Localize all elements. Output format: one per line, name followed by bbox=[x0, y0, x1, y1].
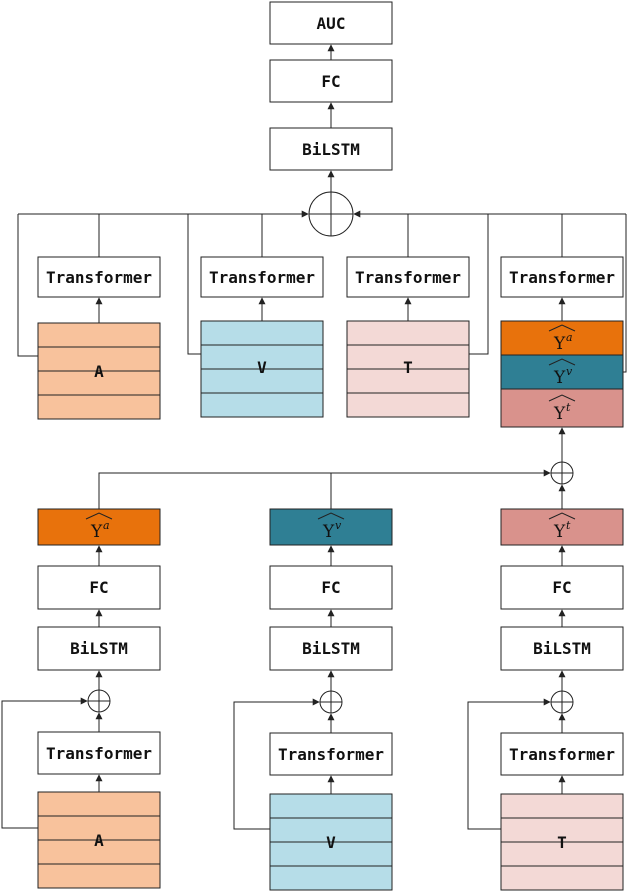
bottom-fc-v-box bbox=[269, 565, 393, 610]
top-transformer-t-box bbox=[346, 256, 470, 298]
bottom-fc-t-label: FC bbox=[552, 578, 571, 597]
auc-box bbox=[269, 1, 393, 45]
bottom-bilstm-t-label: BiLSTM bbox=[533, 639, 591, 658]
top-modality-t-block bbox=[346, 320, 470, 418]
bottom-fusion-v-circle bbox=[319, 690, 343, 714]
bottom-fc-a-label: FC bbox=[89, 578, 108, 597]
bottom-transformer-a-label: Transformer bbox=[46, 744, 152, 763]
bottom-y-text-label: Y t bbox=[548, 512, 576, 542]
top-transformer-a-box bbox=[37, 256, 161, 298]
skip-y-to-fusion bbox=[623, 214, 627, 373]
top-transformer-a-label: Transformer bbox=[46, 268, 152, 287]
top-bilstm-label: BiLSTM bbox=[302, 140, 360, 159]
top-fusion-circle bbox=[308, 191, 354, 237]
middle-fusion-circle bbox=[550, 461, 574, 485]
svg-text:Y: Y bbox=[553, 368, 566, 388]
bottom-bilstm-a-box bbox=[37, 626, 161, 671]
svg-text:Y: Y bbox=[553, 404, 566, 424]
top-fc-box bbox=[269, 59, 393, 103]
skip-bottom-a-to-fusion bbox=[1, 697, 88, 829]
svg-text:Y: Y bbox=[553, 522, 566, 542]
top-modality-t-label: T bbox=[403, 358, 413, 377]
skip-bottom-t-to-fusion bbox=[467, 698, 551, 830]
svg-text:t: t bbox=[566, 519, 571, 532]
bottom-bilstm-v-label: BiLSTM bbox=[302, 639, 360, 658]
bottom-y-visual-box bbox=[269, 508, 393, 546]
top-fc-label: FC bbox=[321, 72, 340, 91]
bottom-transformer-t-box bbox=[500, 732, 624, 776]
stack-y-audio-label: Y a bbox=[548, 324, 576, 354]
stack-y-audio-block bbox=[500, 320, 624, 356]
bottom-modality-v-label: V bbox=[326, 833, 336, 852]
stack-y-visual-label: Y v bbox=[548, 358, 576, 388]
bottom-modality-t-label: T bbox=[557, 833, 567, 852]
top-modality-v-block bbox=[200, 320, 324, 418]
top-transformer-y-label: Transformer bbox=[509, 268, 615, 287]
bottom-modality-a-block bbox=[37, 791, 161, 889]
bottom-y-audio-label: Y a bbox=[85, 512, 113, 542]
svg-text:v: v bbox=[566, 365, 573, 378]
top-modality-a-label: A bbox=[94, 362, 104, 381]
bottom-bilstm-a-label: BiLSTM bbox=[70, 639, 128, 658]
skip-t-to-fusion bbox=[469, 214, 489, 355]
svg-text:t: t bbox=[566, 401, 571, 414]
top-modality-a-block bbox=[37, 322, 161, 420]
bottom-transformer-t-label: Transformer bbox=[509, 745, 615, 764]
bottom-modality-a-label: A bbox=[94, 831, 104, 850]
svg-text:a: a bbox=[103, 519, 110, 532]
stack-y-text-label: Y t bbox=[548, 394, 576, 424]
bottom-fc-a-box bbox=[37, 565, 161, 610]
bottom-transformer-v-box bbox=[269, 732, 393, 776]
top-transformer-t-label: Transformer bbox=[355, 268, 461, 287]
bottom-transformer-v-label: Transformer bbox=[278, 745, 384, 764]
svg-text:Y: Y bbox=[322, 522, 335, 542]
top-transformer-v-box bbox=[200, 256, 324, 298]
svg-text:a: a bbox=[566, 331, 573, 344]
bottom-y-audio-box bbox=[37, 508, 161, 546]
svg-text:Y: Y bbox=[90, 522, 103, 542]
top-transformer-y-box bbox=[500, 256, 624, 298]
auc-label: AUC bbox=[317, 14, 346, 33]
bottom-modality-v-block bbox=[269, 793, 393, 891]
skip-bottom-v-to-fusion bbox=[233, 698, 320, 830]
bottom-y-text-box bbox=[500, 508, 624, 546]
svg-text:v: v bbox=[335, 519, 342, 532]
bottom-fusion-t-circle bbox=[550, 690, 574, 714]
line-ya-to-middle-fusion bbox=[98, 469, 551, 509]
bottom-modality-t-block bbox=[500, 793, 624, 891]
top-modality-v-label: V bbox=[257, 358, 267, 377]
svg-text:Y: Y bbox=[553, 334, 566, 354]
bottom-y-visual-label: Y v bbox=[317, 512, 345, 542]
skip-a-to-fusion bbox=[17, 214, 38, 357]
bottom-fc-v-label: FC bbox=[321, 578, 340, 597]
top-transformer-v-label: Transformer bbox=[209, 268, 315, 287]
stack-y-visual-block bbox=[500, 354, 624, 390]
bottom-fusion-a-circle bbox=[87, 689, 111, 713]
skip-v-to-fusion bbox=[187, 214, 201, 355]
